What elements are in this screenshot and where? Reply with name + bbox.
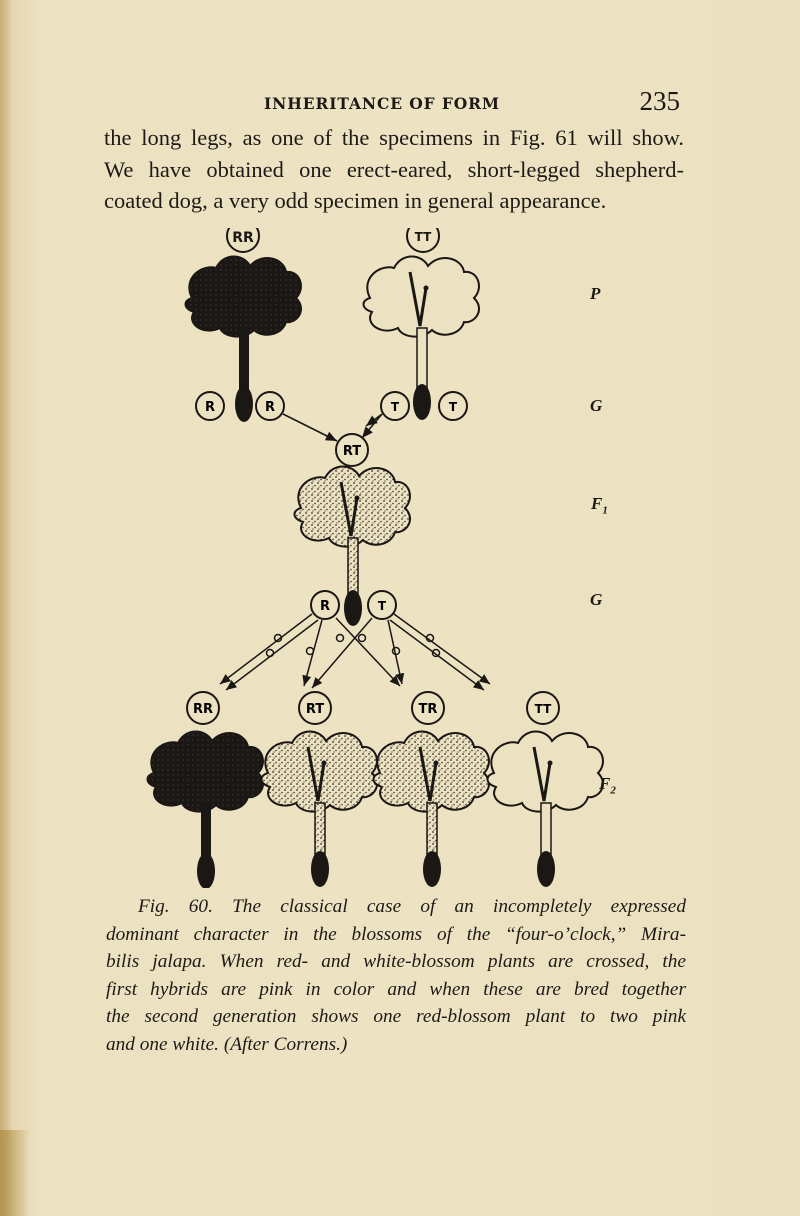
- body-line: We have obtained one erect-eared, short-…: [104, 156, 684, 182]
- segregation-arrows: [219, 613, 491, 691]
- genotype-circle-RR-f2: RR: [186, 691, 220, 725]
- pink-blossom-f2-1: [260, 730, 379, 887]
- svg-text:R: R: [320, 599, 330, 614]
- caption-line: bilis jalapa. When red- and white-blosso…: [106, 951, 686, 972]
- caption-line: dominant character in the blossoms of th…: [106, 923, 686, 945]
- red-blossom-parent: [184, 255, 303, 422]
- svg-text:T: T: [391, 400, 400, 414]
- gamete-T-2: T: [438, 391, 468, 421]
- generation-label-G1: G: [590, 396, 603, 415]
- cross-arrow-left: [282, 413, 338, 442]
- red-blossom-f2: [146, 730, 265, 888]
- svg-text:TR: TR: [419, 702, 438, 717]
- genotype-circle-TR-f2: TR: [411, 691, 445, 725]
- gamete-T-f1: T: [367, 590, 397, 620]
- generation-label-F2: F2: [599, 774, 616, 796]
- svg-text:T: T: [449, 400, 458, 414]
- svg-text:RR: RR: [232, 230, 254, 246]
- white-blossom-parent: [362, 255, 481, 420]
- generation-label-P: P: [590, 284, 601, 303]
- generation-label-F2-sub: 2: [610, 784, 616, 797]
- gamete-R-2: R: [255, 391, 285, 421]
- svg-text:RT: RT: [306, 702, 324, 717]
- generation-label-F2-letter: F: [599, 774, 611, 793]
- caption-line: the second generation shows one red-blos…: [106, 1006, 686, 1027]
- body-line: the long legs, as one of the specimens i…: [104, 125, 684, 150]
- running-head-title: INHERITANCE OF FORM: [264, 94, 500, 113]
- genotype-circle-TT-f2: TT: [526, 691, 560, 725]
- svg-text:RT: RT: [343, 444, 361, 459]
- svg-text:RR: RR: [193, 702, 213, 717]
- gamete-T-1: T: [380, 391, 410, 421]
- page-gutter-shadow: [0, 0, 12, 1216]
- svg-text:TT: TT: [415, 230, 432, 244]
- running-head: INHERITANCE OF FORM 235: [264, 86, 684, 120]
- inheritance-diagram: RR TT R R: [146, 228, 605, 888]
- svg-text:TT: TT: [535, 702, 552, 716]
- figure-caption: Fig. 60. The classical case of an incomp…: [106, 893, 686, 1058]
- pink-blossom-f1: [293, 465, 412, 626]
- svg-text:R: R: [265, 400, 275, 415]
- genotype-circle-TT-parent: TT: [406, 228, 440, 253]
- caption-line: first hybrids are pink in color and when…: [106, 978, 686, 1000]
- genotype-circle-RT-f2: RT: [298, 691, 332, 725]
- genotype-circle-RR-parent: RR: [226, 228, 260, 253]
- pink-blossom-f2-2: [372, 730, 491, 887]
- gamete-R-f1: R: [310, 590, 340, 620]
- body-line: coated dog, a very odd specimen in gener…: [104, 188, 607, 213]
- generation-label-G2: G: [590, 590, 603, 609]
- page-number: 235: [639, 86, 681, 116]
- caption-line: and one white. (After Correns.): [106, 1033, 348, 1055]
- generation-label-F1: F1: [591, 494, 608, 516]
- inheritance-diagram-figure: RR TT R R: [140, 228, 660, 888]
- white-blossom-f2: [486, 730, 605, 887]
- caption-line: Fig. 60. The classical case of an incomp…: [138, 896, 686, 917]
- body-paragraph: the long legs, as one of the specimens i…: [104, 122, 684, 217]
- svg-text:R: R: [205, 400, 215, 415]
- svg-text:T: T: [378, 599, 387, 613]
- genotype-circle-RT-f1: RT: [335, 433, 369, 467]
- generation-label-F1-letter: F: [591, 494, 603, 513]
- gamete-R-1: R: [195, 391, 225, 421]
- generation-label-F1-sub: 1: [602, 504, 608, 517]
- page-gutter-shadow-bottom: [0, 1130, 30, 1216]
